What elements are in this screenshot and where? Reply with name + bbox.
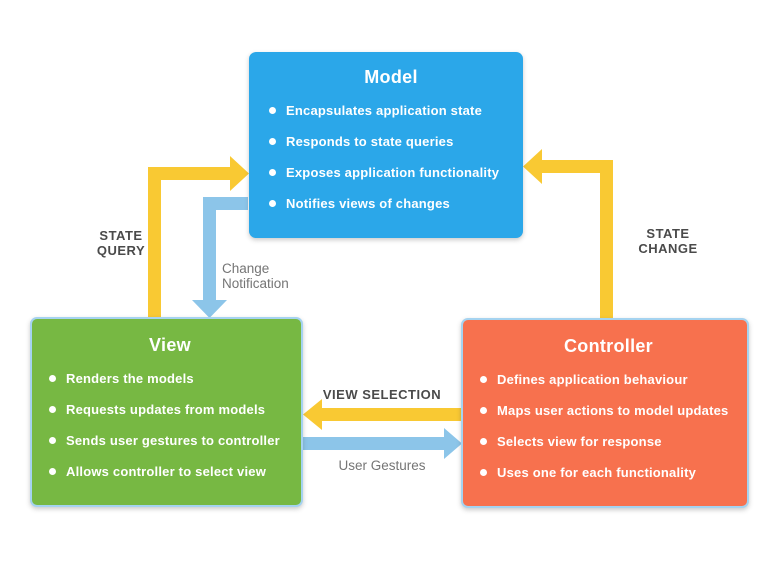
bullet-icon	[480, 407, 487, 414]
state-query-arrow	[148, 156, 249, 319]
state-change-line2: CHANGE	[638, 241, 698, 256]
state-query-line1: STATE	[99, 228, 143, 243]
bullet-icon	[269, 138, 276, 145]
list-item: Allows controller to select view	[49, 456, 291, 487]
list-item: Encapsulates application state	[269, 95, 513, 126]
change-notification-line2: Notification	[222, 276, 289, 291]
bullet-icon	[49, 468, 56, 475]
list-item: Renders the models	[49, 363, 291, 394]
state-change-arrow	[523, 149, 613, 319]
list-item-label: Responds to state queries	[286, 134, 454, 149]
user-gestures-label: User Gestures	[338, 458, 426, 473]
list-item-label: Allows controller to select view	[66, 464, 267, 479]
model-title: Model	[364, 67, 418, 87]
user-gestures-arrow	[303, 428, 462, 459]
list-item-label: Renders the models	[66, 371, 194, 386]
bullet-icon	[480, 376, 487, 383]
state-query-label: STATE QUERY	[80, 228, 162, 258]
list-item: Exposes application functionality	[269, 157, 513, 188]
list-item: Maps user actions to model updates	[480, 395, 737, 426]
bullet-icon	[480, 438, 487, 445]
view-box: View Renders the models Requests updates…	[30, 317, 303, 507]
change-notification-label: Change Notification	[222, 261, 289, 291]
list-item: Requests updates from models	[49, 394, 291, 425]
view-list: Renders the models Requests updates from…	[49, 363, 291, 487]
list-item: Responds to state queries	[269, 126, 513, 157]
view-title: View	[149, 335, 191, 355]
list-item-label: Notifies views of changes	[286, 196, 450, 211]
list-item-label: Selects view for response	[497, 434, 662, 449]
bullet-icon	[269, 169, 276, 176]
bullet-icon	[269, 107, 276, 114]
bullet-icon	[269, 200, 276, 207]
view-selection-label: VIEW SELECTION	[322, 387, 442, 402]
bullet-icon	[49, 375, 56, 382]
list-item-label: Defines application behaviour	[497, 372, 688, 387]
controller-title: Controller	[563, 336, 653, 356]
model-list: Encapsulates application state Responds …	[269, 95, 513, 219]
list-item: Sends user gestures to controller	[49, 425, 291, 456]
list-item: Uses one for each functionality	[480, 457, 737, 488]
bullet-icon	[49, 406, 56, 413]
change-notification-line1: Change	[222, 261, 270, 276]
model-box: Model Encapsulates application state Res…	[249, 52, 523, 238]
state-change-label: STATE CHANGE	[624, 226, 712, 256]
controller-list: Defines application behaviour Maps user …	[480, 364, 737, 488]
change-notification-arrow	[192, 197, 248, 318]
list-item-label: Maps user actions to model updates	[497, 403, 729, 418]
bullet-icon	[49, 437, 56, 444]
view-selection-arrow	[303, 399, 462, 430]
list-item-label: Uses one for each functionality	[497, 465, 697, 480]
bullet-icon	[480, 469, 487, 476]
state-query-line2: QUERY	[96, 243, 146, 258]
list-item-label: Exposes application functionality	[286, 165, 500, 180]
list-item: Defines application behaviour	[480, 364, 737, 395]
list-item: Selects view for response	[480, 426, 737, 457]
list-item-label: Requests updates from models	[66, 402, 266, 417]
list-item: Notifies views of changes	[269, 188, 513, 219]
list-item-label: Sends user gestures to controller	[66, 433, 280, 448]
state-change-line1: STATE	[646, 226, 690, 241]
controller-box: Controller Defines application behaviour…	[461, 318, 749, 508]
list-item-label: Encapsulates application state	[286, 103, 483, 118]
